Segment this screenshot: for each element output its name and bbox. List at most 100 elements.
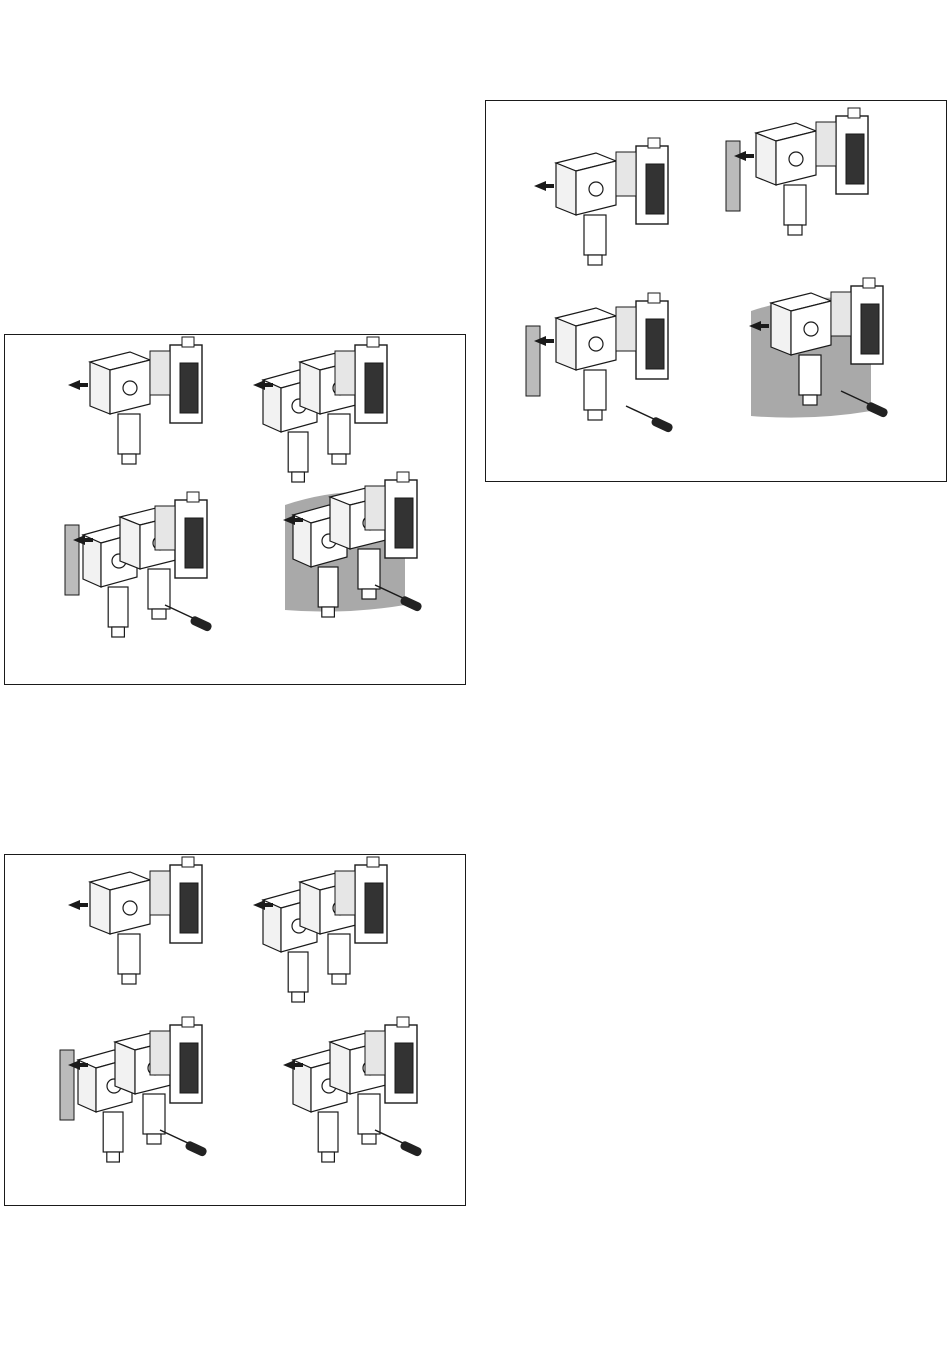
connector — [848, 108, 860, 118]
connector — [863, 278, 875, 288]
connector — [397, 472, 409, 482]
unit-side — [556, 163, 576, 215]
figure-panel-middle-left — [4, 334, 466, 685]
mounting-bracket — [60, 1050, 74, 1120]
drain-valve — [322, 1152, 335, 1162]
manifold-block — [616, 307, 636, 351]
filter-bowl — [784, 185, 806, 225]
mounting-bracket — [526, 326, 540, 396]
drain-valve — [122, 974, 136, 984]
step-illustration — [253, 857, 387, 1002]
filter-bowl — [584, 215, 606, 255]
unit-side — [771, 303, 791, 355]
filter-bowl — [584, 370, 606, 410]
unit-side — [115, 1042, 135, 1094]
gauge-port — [123, 381, 137, 395]
sensor-display — [365, 363, 383, 413]
unit-side — [330, 497, 350, 549]
mounting-bracket — [726, 141, 740, 211]
sensor-display — [646, 164, 664, 214]
filter-bowl — [799, 355, 821, 395]
screwdriver-shaft — [626, 406, 656, 420]
direction-arrow-icon — [68, 900, 88, 910]
mounting-bracket — [65, 525, 79, 595]
sensor-display — [180, 1043, 198, 1093]
sensor-display — [185, 518, 203, 568]
connector — [187, 492, 199, 502]
unit-side — [120, 517, 140, 569]
manifold-block — [365, 1031, 385, 1075]
drain-valve — [332, 974, 346, 984]
figure-panel-top-right — [485, 100, 947, 482]
figure-panel-bottom-left — [4, 854, 466, 1206]
filter-bowl — [288, 432, 308, 472]
connector — [397, 1017, 409, 1027]
drain-valve — [803, 395, 817, 405]
direction-arrow-icon — [534, 181, 554, 191]
sensor-display — [646, 319, 664, 369]
sensor-display — [861, 304, 879, 354]
filter-bowl — [358, 549, 380, 589]
step-illustration — [749, 278, 889, 418]
unit-side — [263, 380, 281, 432]
step-illustration — [68, 337, 202, 464]
filter-bowl — [103, 1112, 123, 1152]
unit-side — [293, 1060, 311, 1112]
unit-side — [83, 535, 101, 587]
step-illustration — [68, 857, 202, 984]
panel-canvas — [486, 101, 948, 483]
manifold-block — [155, 506, 175, 550]
sensor-display — [180, 883, 198, 933]
gauge-port — [589, 337, 603, 351]
filter-bowl — [118, 414, 140, 454]
step-illustration — [526, 293, 674, 433]
unit-side — [90, 362, 110, 414]
sensor-display — [846, 134, 864, 184]
filter-bowl — [318, 567, 338, 607]
unit-side — [90, 882, 110, 934]
unit-side — [556, 318, 576, 370]
drain-valve — [112, 627, 125, 637]
connector — [182, 1017, 194, 1027]
screwdriver-shaft — [160, 1130, 190, 1144]
step-illustration — [283, 1017, 423, 1162]
filter-bowl — [108, 587, 128, 627]
step-illustration — [534, 138, 668, 265]
manifold-block — [150, 871, 170, 915]
sensor-display — [180, 363, 198, 413]
unit-side — [263, 900, 281, 952]
connector — [367, 857, 379, 867]
sensor-display — [395, 1043, 413, 1093]
drain-valve — [292, 472, 305, 482]
manifold-block — [335, 351, 355, 395]
screwdriver-shaft — [375, 1130, 405, 1144]
manifold-block — [335, 871, 355, 915]
screwdriver-icon — [399, 1140, 423, 1157]
unit-side — [330, 1042, 350, 1094]
filter-bowl — [328, 414, 350, 454]
step-illustration — [65, 492, 213, 637]
connector — [648, 138, 660, 148]
step-illustration — [283, 472, 423, 617]
screwdriver-icon — [184, 1140, 208, 1157]
filter-bowl — [143, 1094, 165, 1134]
unit-side — [300, 882, 320, 934]
step-illustration — [253, 337, 387, 482]
filter-bowl — [328, 934, 350, 974]
gauge-port — [789, 152, 803, 166]
connector — [182, 857, 194, 867]
unit-side — [756, 133, 776, 185]
manifold-block — [365, 486, 385, 530]
panel-canvas — [5, 335, 467, 686]
filter-bowl — [358, 1094, 380, 1134]
drain-valve — [788, 225, 802, 235]
filter-bowl — [148, 569, 170, 609]
gauge-port — [589, 182, 603, 196]
step-illustration — [60, 1017, 208, 1162]
manifold-block — [816, 122, 836, 166]
manifold-block — [150, 1031, 170, 1075]
screwdriver-shaft — [165, 605, 195, 619]
unit-side — [78, 1060, 96, 1112]
unit-side — [300, 362, 320, 414]
connector — [182, 337, 194, 347]
